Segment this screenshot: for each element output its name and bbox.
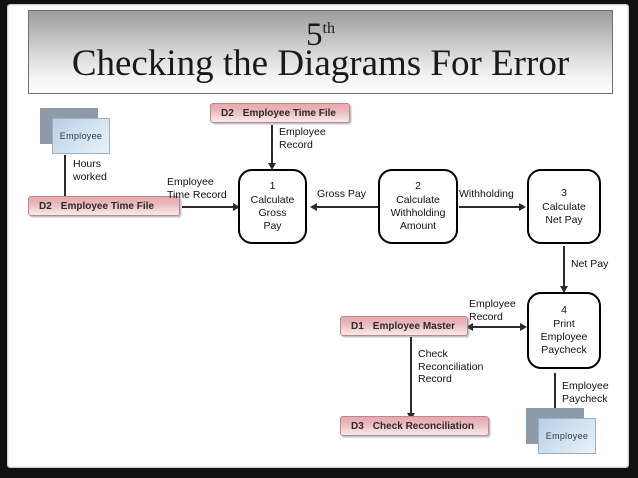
flow-label-line: Record bbox=[469, 310, 503, 323]
flow-hours-worked-line bbox=[64, 155, 66, 206]
data-flow-diagram: Employee Hours worked D2 Employee Time F… bbox=[7, 96, 636, 468]
data-store-code: D2 bbox=[39, 200, 52, 212]
entity-label-box: Employee bbox=[538, 418, 596, 454]
flow-check-reconciliation-record-line bbox=[410, 337, 412, 415]
process-label-line: Pay bbox=[263, 220, 282, 232]
data-store-label: Check Reconciliation bbox=[372, 420, 474, 432]
flow-label-line: Employee bbox=[167, 176, 214, 188]
flow-label-line: Net Pay bbox=[571, 258, 609, 270]
flow-label-line: Hours bbox=[73, 158, 102, 170]
flow-label-line: Gross Pay bbox=[317, 188, 367, 200]
flow-gross-pay-label: Gross Pay bbox=[317, 188, 366, 201]
process-label-line: Net Pay bbox=[545, 213, 583, 226]
data-store-label: Employee Time File bbox=[242, 107, 336, 119]
process-number: 2 bbox=[415, 180, 421, 192]
flow-employee-record-1-arrowhead bbox=[267, 163, 276, 170]
flow-employee-time-record-line bbox=[182, 206, 236, 208]
process-number: 3 bbox=[561, 186, 567, 199]
flow-employee-record-2-label: Employee Record bbox=[469, 298, 516, 323]
flow-employee-time-record-label: Employee Time Record bbox=[167, 176, 227, 201]
flow-employee-paycheck-line bbox=[554, 373, 556, 413]
process-label-line: Paycheck bbox=[541, 344, 587, 356]
entity-sink-label: Employee bbox=[545, 431, 589, 441]
flow-net-pay-label: Net Pay bbox=[571, 258, 608, 271]
slide-title-number: 5th bbox=[29, 9, 612, 55]
process-label-line: Calculate bbox=[396, 194, 440, 206]
flow-label-line: Employee bbox=[279, 126, 326, 138]
flow-net-pay-arrowhead bbox=[559, 286, 568, 293]
flow-label-line: Reconciliation bbox=[418, 360, 484, 373]
flow-label-line: Paycheck bbox=[562, 392, 608, 405]
process-label-line: Print bbox=[553, 318, 575, 330]
process-label-line: Withholding bbox=[390, 207, 446, 219]
flow-label-line: Employee bbox=[562, 380, 609, 392]
process-number: 4 bbox=[561, 304, 567, 316]
data-store-code: D3 bbox=[351, 420, 364, 432]
process-label-line: Calculate bbox=[542, 200, 586, 213]
title-ordinal-suffix: th bbox=[322, 20, 335, 37]
flow-label-line: Record bbox=[418, 373, 452, 385]
process-label-line: Calculate bbox=[250, 194, 295, 206]
data-store-d2-left: D2 Employee Time File bbox=[28, 196, 180, 216]
data-store-label: Employee Time File bbox=[60, 200, 154, 212]
flow-withholding-arrowhead bbox=[519, 202, 526, 211]
process-label-line: Amount bbox=[399, 220, 437, 232]
data-store-code: D1 bbox=[351, 320, 364, 332]
flow-employee-record-1-label: Employee Record bbox=[279, 126, 326, 151]
flow-employee-time-record-arrowhead bbox=[233, 202, 240, 211]
process-4-print-employee-paycheck: 4 Print Employee Paycheck bbox=[527, 292, 601, 369]
flow-gross-pay-arrowhead bbox=[310, 202, 317, 211]
data-store-d1: D1 Employee Master bbox=[340, 316, 468, 336]
flow-employee-record-2-line bbox=[473, 326, 523, 328]
flow-label-line: Withholding bbox=[459, 188, 514, 200]
data-store-label: Employee Master bbox=[372, 320, 456, 332]
flow-label-line: Employee bbox=[469, 298, 516, 310]
slide-page: 5th Checking the Diagrams For Error Empl… bbox=[7, 4, 629, 468]
process-3-calculate-net-pay: 3 Calculate Net Pay bbox=[527, 169, 601, 244]
slide-title-banner: 5th Checking the Diagrams For Error bbox=[28, 10, 613, 94]
flow-label-line: Check bbox=[418, 348, 448, 360]
flow-label-line: Record bbox=[279, 138, 313, 151]
entity-label-box: Employee bbox=[52, 118, 110, 154]
data-store-d3: D3 Check Reconciliation bbox=[340, 416, 489, 436]
flow-withholding-label: Withholding bbox=[459, 188, 514, 201]
flow-gross-pay-line bbox=[316, 206, 378, 208]
flow-employee-record-2-arrowhead-left bbox=[466, 322, 473, 331]
process-number: 1 bbox=[269, 180, 276, 192]
flow-withholding-line bbox=[459, 206, 521, 208]
flow-employee-record-1-line bbox=[271, 125, 273, 165]
process-2-calculate-withholding-amount: 2 Calculate Withholding Amount bbox=[378, 169, 458, 244]
flow-label-line: worked bbox=[73, 170, 107, 183]
flow-net-pay-line bbox=[563, 246, 565, 288]
flow-label-line: Time Record bbox=[167, 188, 227, 201]
data-store-code: D2 bbox=[221, 107, 234, 119]
process-1-calculate-gross-pay: 1 Calculate Gross Pay bbox=[238, 169, 307, 244]
data-store-d2-top: D2 Employee Time File bbox=[210, 103, 350, 123]
page-title: Checking the Diagrams For Error bbox=[71, 43, 570, 84]
flow-check-reconciliation-record-label: Check Reconciliation Record bbox=[418, 348, 483, 386]
flow-employee-paycheck-label: Employee Paycheck bbox=[562, 380, 609, 405]
process-label-line: Employee bbox=[540, 331, 588, 343]
entity-source-label: Employee bbox=[59, 131, 103, 141]
title-number-text: 5 bbox=[306, 17, 323, 53]
flow-employee-record-2-arrowhead-right bbox=[520, 322, 527, 331]
process-label-line: Gross bbox=[258, 207, 287, 219]
flow-hours-worked-label: Hours worked bbox=[73, 158, 107, 183]
